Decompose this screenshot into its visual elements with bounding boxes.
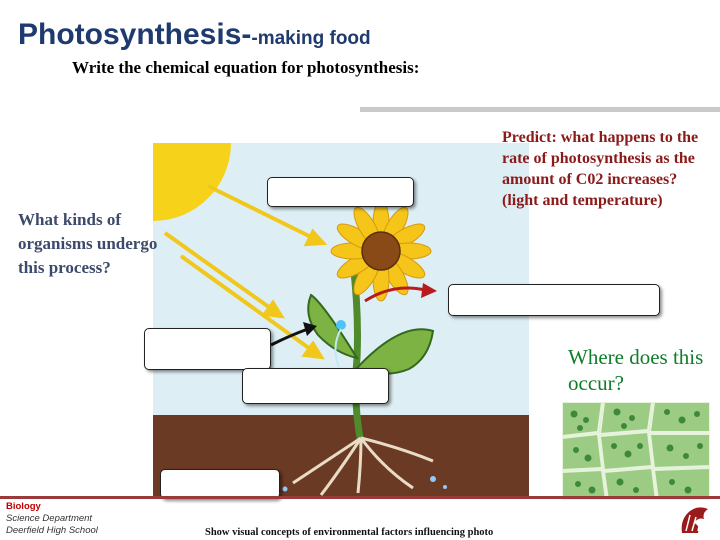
cell xyxy=(562,432,604,472)
root xyxy=(319,437,363,496)
blank-box-light[interactable] xyxy=(267,177,414,207)
top-divider xyxy=(360,107,720,112)
sun-arrow-head xyxy=(261,299,285,319)
cell xyxy=(648,433,710,470)
cell-walls xyxy=(562,402,710,500)
sun-icon xyxy=(153,143,231,221)
cell xyxy=(598,402,654,436)
logo-lines xyxy=(685,514,701,532)
cell xyxy=(648,402,710,433)
footer-subject: Biology xyxy=(6,501,41,512)
root xyxy=(359,437,414,490)
subtitle: Write the chemical equation for photosyn… xyxy=(72,58,420,77)
location-question: Where does this occur? xyxy=(568,345,704,395)
school-logo-icon xyxy=(681,507,708,533)
sun-arrow-head xyxy=(301,340,325,360)
water-path xyxy=(334,328,342,368)
plant-roots xyxy=(292,436,434,496)
oxygen-arrow xyxy=(364,286,426,303)
co2-arrow-head xyxy=(303,322,317,336)
footer-department: Science Department xyxy=(6,513,93,524)
cell xyxy=(602,466,658,500)
droplet xyxy=(430,476,436,482)
chloroplast-cells-image xyxy=(562,402,710,500)
footer-caption: Show visual concepts of environmental fa… xyxy=(205,527,494,538)
droplet xyxy=(282,486,288,492)
cell xyxy=(562,468,608,500)
blank-box-oxygen[interactable] xyxy=(448,284,660,316)
droplet xyxy=(443,485,447,489)
co2-arrow xyxy=(270,327,309,347)
flower-center xyxy=(361,231,401,271)
footer-divider xyxy=(0,496,720,499)
title-main: Photosynthesis- xyxy=(18,18,252,51)
footer-school: Deerfield High School xyxy=(6,525,98,536)
chloroplasts xyxy=(570,408,703,494)
organisms-question: What kinds of organisms undergo this pro… xyxy=(18,210,158,277)
root xyxy=(356,437,363,494)
predict-question: Predict: what happens to the rate of pho… xyxy=(502,129,699,209)
root xyxy=(360,436,434,463)
root xyxy=(292,436,362,485)
sunflower-icon xyxy=(330,200,432,302)
water-drop xyxy=(336,320,346,330)
cell xyxy=(598,430,654,472)
oxygen-arrow-head xyxy=(421,283,437,298)
sun-arrow xyxy=(163,231,275,312)
sun-arrow xyxy=(207,184,316,241)
blank-box-water[interactable] xyxy=(242,368,389,404)
blank-box-roots[interactable] xyxy=(160,469,280,499)
cell xyxy=(652,466,710,500)
sun-arrow-head xyxy=(303,228,328,247)
blank-box-co2[interactable] xyxy=(144,328,271,370)
cell xyxy=(562,402,604,438)
page-title: Photosynthesis--making food xyxy=(18,18,371,52)
title-sub: -making food xyxy=(251,28,371,49)
footer-credit: Biology Science Department Deerfield Hig… xyxy=(6,501,98,537)
